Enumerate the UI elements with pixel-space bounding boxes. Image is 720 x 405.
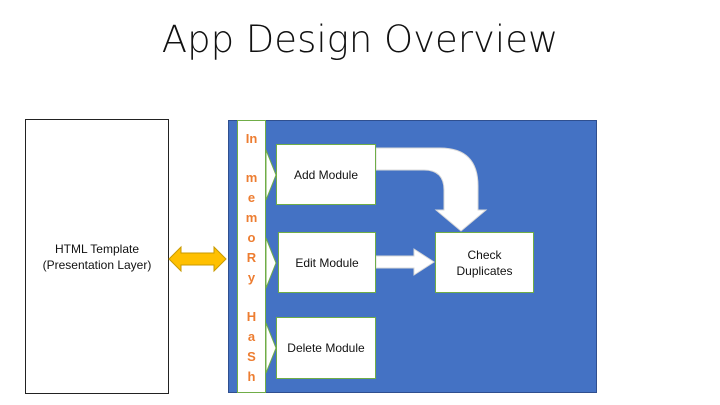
strip-letter-e: e — [247, 190, 256, 205]
html-template-label: HTML Template — [54, 241, 139, 256]
check-label: Check — [467, 247, 502, 262]
strip-letter-o: o — [247, 230, 256, 245]
duplicates-label: Duplicates — [456, 263, 513, 278]
delete-module-box: Delete Module — [276, 317, 376, 379]
delete-module-label: Delete Module — [287, 341, 365, 355]
in-memory-hash-strip — [237, 120, 266, 393]
edit-to-check-arrow — [375, 248, 435, 276]
add-connector-diamond — [265, 149, 277, 201]
strip-letter-h2: h — [247, 369, 256, 384]
presentation-layer-label: (Presentation Layer) — [42, 257, 152, 272]
strip-letter-s: S — [247, 349, 256, 364]
delete-connector-diamond — [265, 322, 277, 374]
strip-letter-m2: m — [245, 210, 258, 225]
edit-module-label: Edit Module — [295, 255, 359, 270]
add-module-label: Add Module — [293, 167, 359, 182]
bidirectional-arrow — [168, 245, 227, 273]
check-duplicates-box: Check Duplicates — [435, 232, 534, 293]
edit-module-box: Edit Module — [278, 232, 376, 293]
edit-connector-diamond — [265, 237, 277, 289]
strip-letter-h: H — [246, 309, 257, 324]
strip-letter-m: m — [245, 170, 258, 185]
strip-letter-a: a — [247, 329, 256, 344]
add-to-check-arrow — [375, 147, 488, 232]
add-module-box: Add Module — [276, 144, 376, 205]
slide-title: App Design Overview — [161, 18, 559, 61]
strip-letter-y: y — [247, 270, 256, 285]
html-template-box: HTML Template (Presentation Layer) — [25, 119, 169, 394]
strip-letter-in: In — [245, 131, 258, 146]
strip-letter-r: R — [246, 250, 257, 265]
